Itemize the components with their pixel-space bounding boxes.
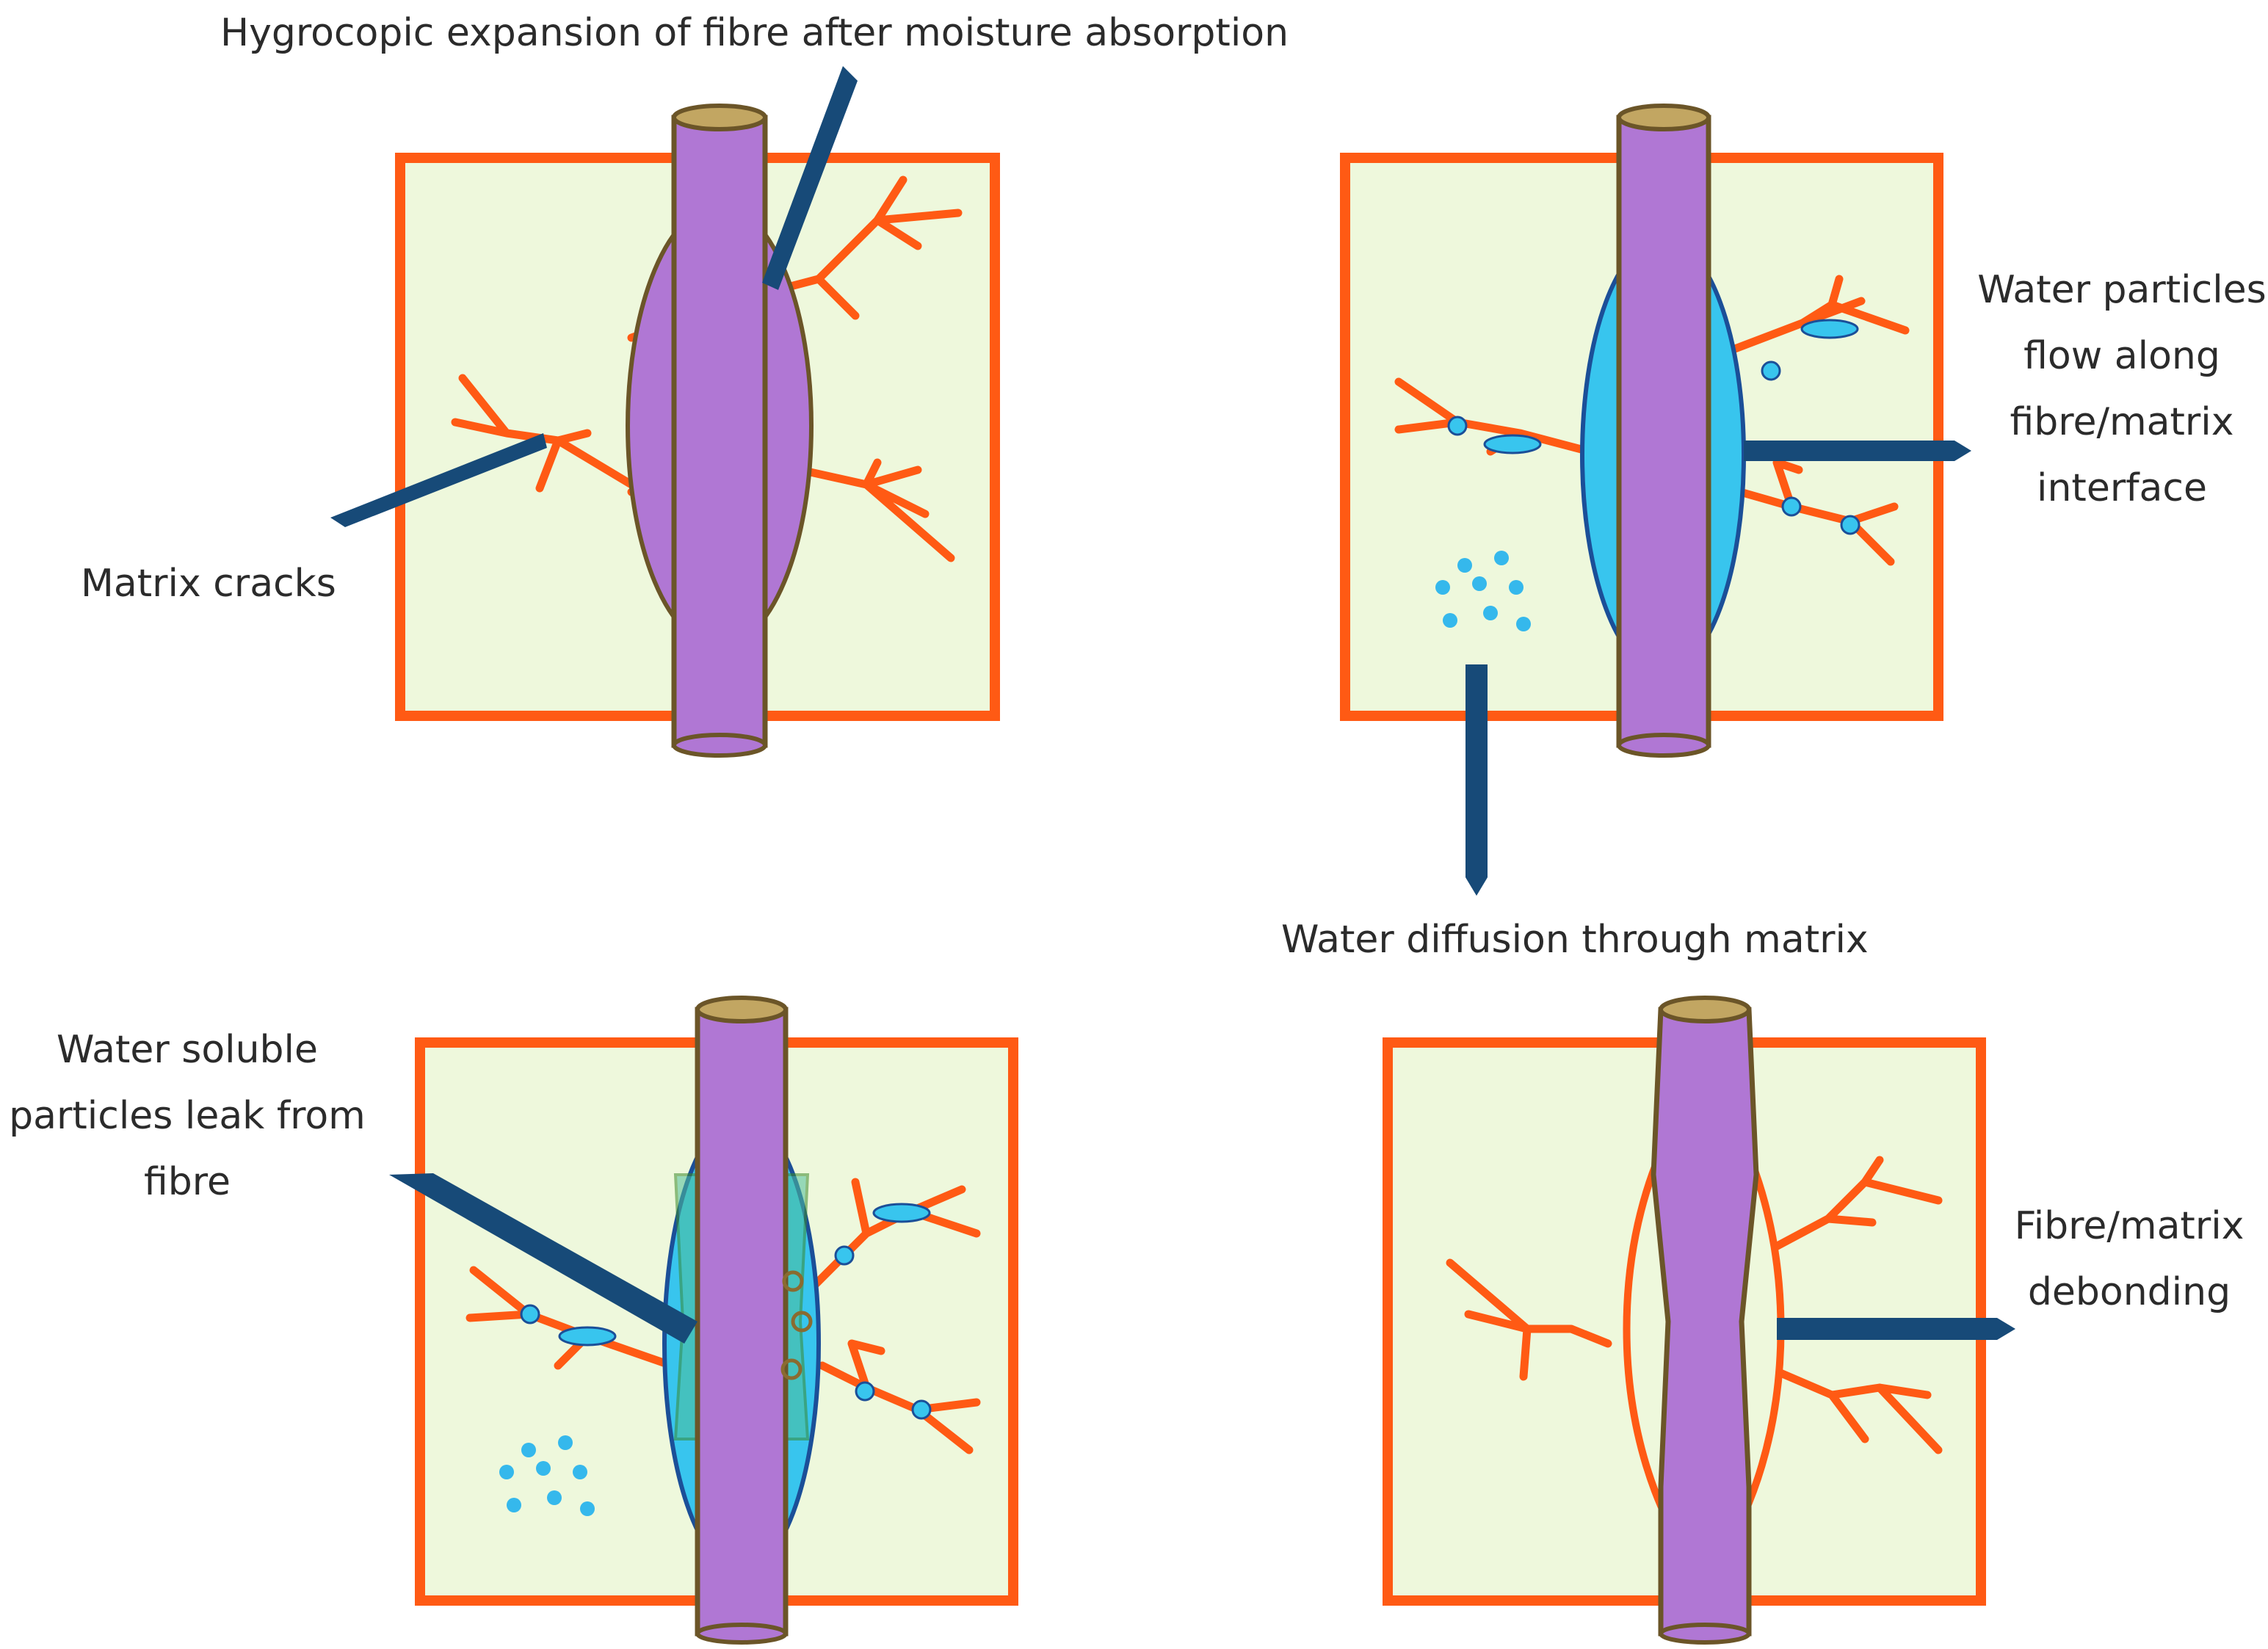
panel-debonding	[1383, 996, 2015, 1645]
pointer-arrow-debonding	[1777, 1318, 2015, 1340]
water-droplet	[911, 1399, 932, 1420]
fibre-bottom	[695, 1623, 788, 1645]
panel-interface-flow	[1340, 104, 1971, 896]
fibre-cap	[672, 104, 767, 131]
fibre-bottom	[672, 733, 767, 758]
water-droplet	[1761, 360, 1781, 381]
fibre-bottom	[1659, 1623, 1751, 1645]
fibre-cap	[1659, 996, 1751, 1023]
water-droplet	[1483, 434, 1542, 454]
label-debonding: Fibre/matrix debonding	[2014, 1204, 2245, 1314]
fibre	[695, 1007, 789, 1637]
fibre-bottom	[1617, 733, 1711, 758]
label-water-particles-flow: Water particles flow along fibre/matrix …	[1977, 268, 2267, 510]
water-droplet	[520, 1304, 540, 1324]
label-hygroscopic-expansion: Hygrocopic expansion of fibre after mois…	[220, 11, 1289, 55]
fibre-cap	[695, 996, 788, 1023]
pointer-arrow-interface-flow	[1744, 441, 1971, 461]
panel-hygroscopic-expansion	[330, 66, 1000, 758]
pointer-arrow-matrix-cracks	[330, 433, 547, 527]
leached-particles	[780, 1270, 813, 1380]
fibre	[671, 115, 768, 748]
fibre	[1616, 115, 1711, 748]
fibre-cap	[1617, 104, 1711, 131]
label-water-soluble-leak: Water soluble particles leak from fibre	[9, 1028, 366, 1204]
pointer-arrow-hygroscopic	[762, 66, 858, 290]
fibre	[1651, 1007, 1759, 1637]
pointer-arrow-water-diffusion	[1465, 664, 1488, 896]
water-droplet	[1447, 416, 1468, 436]
pointer-arrow-leaching	[389, 1173, 698, 1344]
water-droplet	[1800, 319, 1859, 339]
water-droplet	[1781, 496, 1802, 517]
water-droplet	[1840, 515, 1861, 535]
water-droplet	[834, 1245, 855, 1266]
label-matrix-cracks: Matrix cracks	[81, 562, 336, 606]
water-droplet	[558, 1326, 617, 1347]
water-droplet	[855, 1381, 875, 1402]
matrix-crack	[1446, 1156, 1943, 1454]
label-water-diffusion: Water diffusion through matrix	[1281, 918, 1869, 962]
panel-leaching	[389, 996, 1018, 1645]
water-droplet	[872, 1203, 931, 1223]
